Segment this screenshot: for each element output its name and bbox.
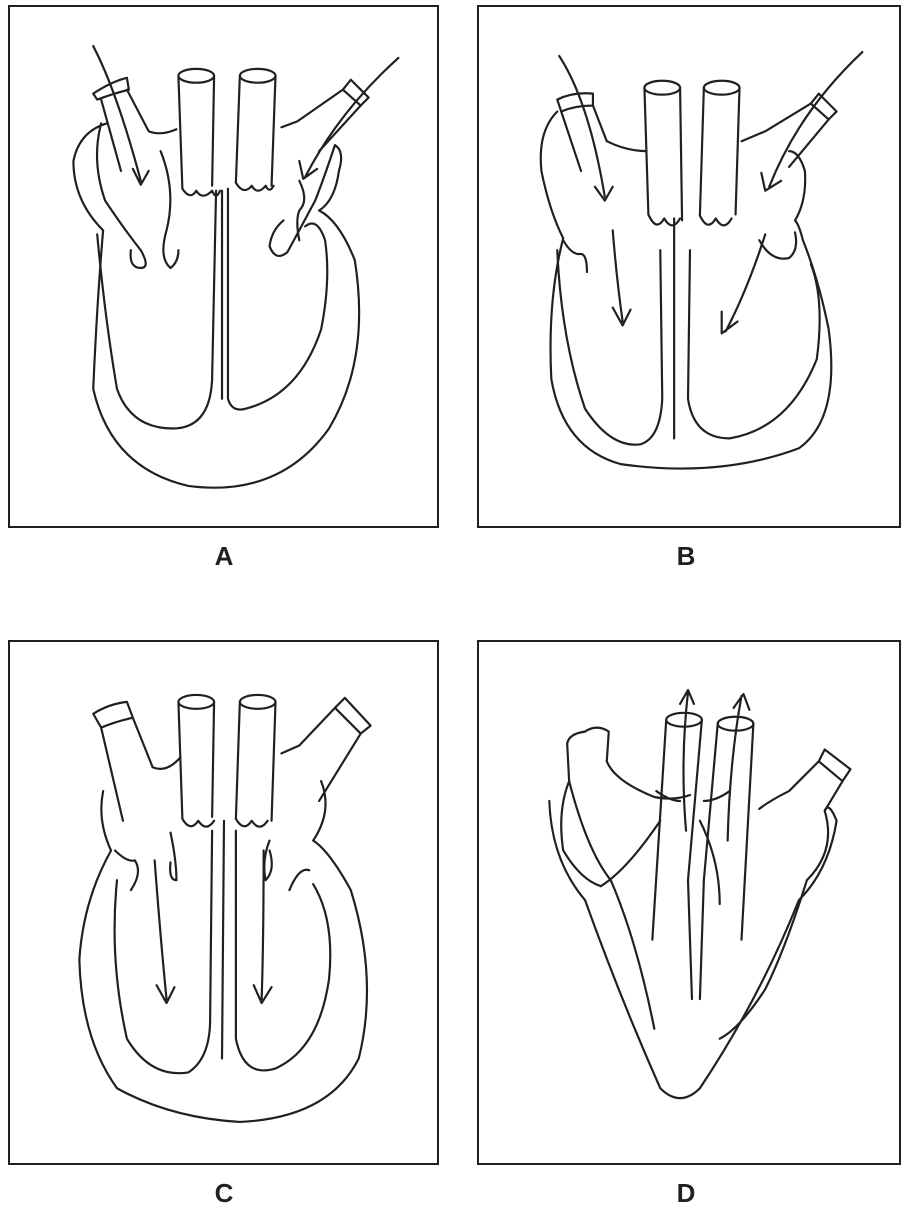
- heart-diagram-d: [479, 642, 899, 1163]
- panel-c-heart-diagram: [8, 640, 439, 1165]
- panel-label-c: C: [194, 1178, 254, 1209]
- heart-diagram-b: [479, 7, 899, 526]
- panel-label-a: A: [194, 541, 254, 572]
- heart-diagram-c: [10, 642, 437, 1163]
- panel-d-heart-diagram: [477, 640, 901, 1165]
- panel-a-heart-diagram: [8, 5, 439, 528]
- panel-label-d: D: [656, 1178, 716, 1209]
- heart-diagram-a: [10, 7, 437, 526]
- panel-b-heart-diagram: [477, 5, 901, 528]
- panel-label-b: B: [656, 541, 716, 572]
